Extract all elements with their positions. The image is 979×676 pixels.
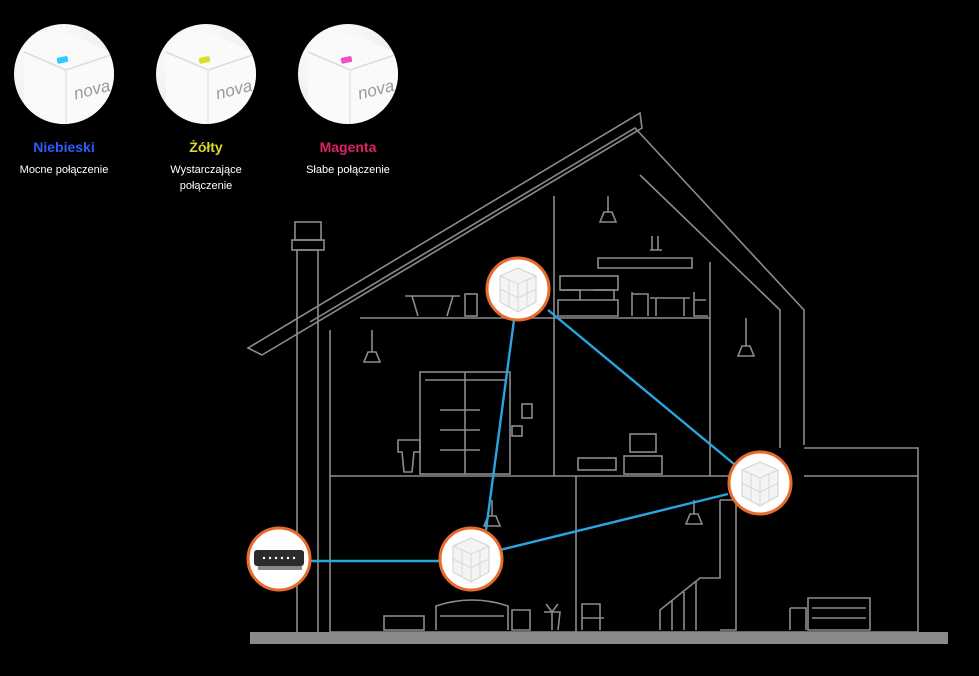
mesh-connections — [310, 309, 735, 563]
nova-cube-drawing: nova — [307, 34, 398, 124]
bench — [577, 457, 617, 471]
mesh-node-attic[interactable] — [485, 256, 551, 322]
house-outline — [246, 111, 948, 644]
legend-item-magenta: nova Magenta Słabe połączenie — [278, 24, 418, 178]
legend-color-name: Żółty — [189, 139, 223, 155]
attic-desk — [405, 295, 460, 317]
nova-cube-drawing: nova — [23, 34, 114, 124]
nova-cube-drawing: nova — [165, 34, 256, 124]
roof-left-eave — [246, 111, 643, 356]
plant — [544, 603, 561, 631]
legend-item-yellow: nova Żółty Wystarczające połączenie — [136, 24, 276, 194]
legend-item-blue: nova Niebieski Mocne połączenie — [0, 24, 134, 178]
wall-frame — [521, 403, 533, 419]
mesh-cube-icon — [741, 461, 779, 507]
chimney-top — [294, 221, 322, 241]
attic-drawer — [464, 293, 478, 317]
coffee-table — [383, 615, 425, 631]
attic-shelf — [597, 257, 693, 269]
link-ground-attic — [484, 319, 516, 531]
chimney-cap — [291, 239, 325, 251]
router-icon — [254, 550, 304, 570]
nova-cube-yellow-icon: nova — [156, 24, 256, 124]
led-indicator — [198, 56, 211, 64]
attic-lamp — [598, 196, 618, 223]
tv — [629, 433, 657, 453]
mesh-node-right[interactable] — [727, 450, 793, 516]
stair-rail — [720, 499, 737, 631]
staircase — [659, 500, 721, 630]
dresser — [807, 597, 871, 631]
right-extension — [804, 447, 919, 632]
lamp-right — [736, 318, 756, 357]
nova-cube-magenta-icon: nova — [298, 24, 398, 124]
kitchen-details — [425, 372, 505, 474]
legend-description: Mocne połączenie — [19, 164, 109, 176]
attic-plant — [650, 236, 662, 251]
ground-slab — [250, 632, 948, 644]
attic-bed — [557, 289, 619, 317]
side-chair — [789, 607, 807, 630]
roof-inner-right — [639, 174, 781, 448]
legend-description: Wystarczające połączenie — [170, 164, 242, 192]
led-indicator — [340, 56, 353, 64]
mesh-cube-icon — [452, 537, 490, 583]
mesh-cube-icon — [499, 267, 537, 313]
mesh-node-ground[interactable] — [438, 526, 504, 592]
nova-cube-blue-icon: nova — [14, 24, 114, 124]
toilet — [397, 439, 421, 473]
router-node[interactable] — [246, 526, 312, 592]
legend-color-name: Niebieski — [33, 139, 95, 155]
link-ground-right — [499, 492, 729, 552]
roof-outer — [309, 126, 805, 445]
legend-color-name: Magenta — [319, 139, 377, 155]
tv-stand — [623, 455, 663, 475]
chair-ground — [581, 603, 604, 630]
wall-frame-small — [511, 425, 523, 437]
sofa — [435, 599, 509, 630]
attic-dining-set — [631, 292, 708, 317]
link-attic-right — [547, 309, 735, 465]
armchair — [511, 609, 531, 631]
legend-description: Słabe połączenie — [306, 164, 390, 176]
lamp-left — [362, 330, 382, 363]
led-indicator — [56, 56, 69, 64]
attic-headboard — [559, 275, 619, 291]
